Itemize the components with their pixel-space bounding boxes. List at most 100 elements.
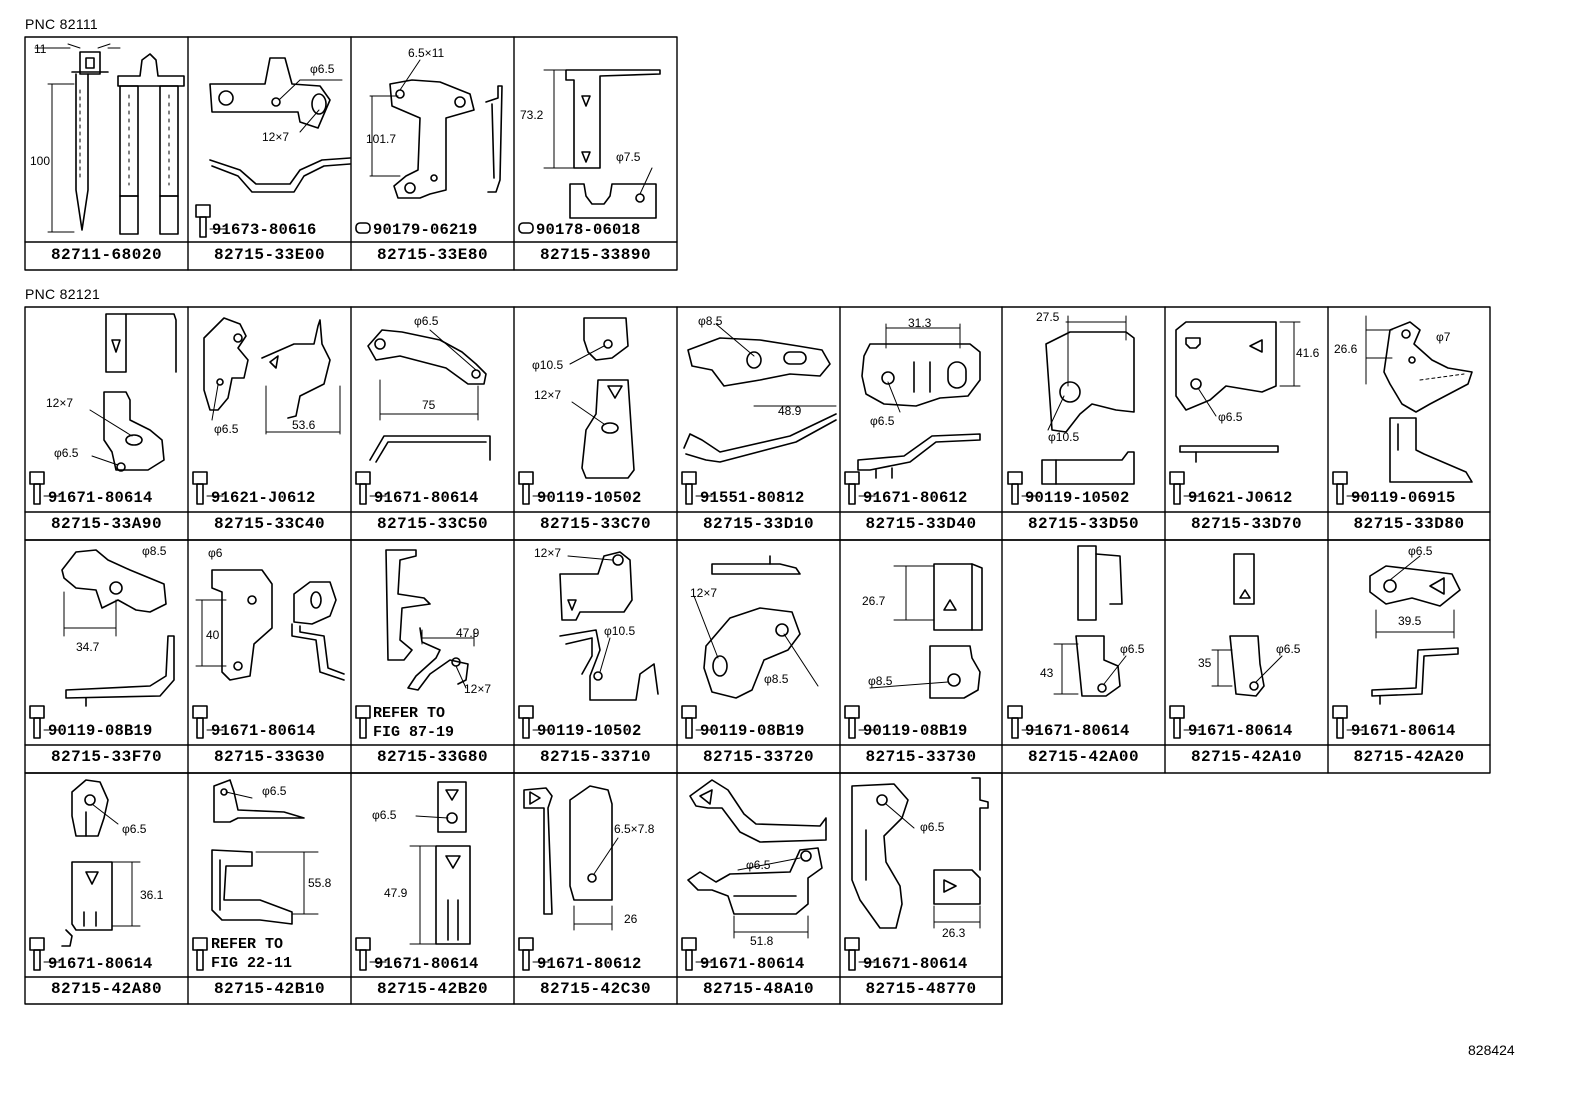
bolt-part-number[interactable]: 91671-80612 bbox=[863, 489, 968, 507]
dim-label: φ6.5 bbox=[1408, 544, 1433, 558]
part-number[interactable]: 82715-42B20 bbox=[376, 980, 489, 998]
grid-section-82121 bbox=[24, 306, 1491, 1005]
part-number[interactable]: 82715-33G80 bbox=[376, 748, 489, 766]
bolt-part-number[interactable]: 90119-06915 bbox=[1351, 489, 1456, 507]
dim-label: 39.5 bbox=[1398, 614, 1422, 628]
dim-label: φ6.5 bbox=[54, 446, 79, 460]
bolt-part-number[interactable]: 91671-80614 bbox=[48, 489, 153, 507]
part-number[interactable]: 82715-33E80 bbox=[376, 246, 489, 264]
part-number[interactable]: 82715-33D10 bbox=[702, 515, 815, 533]
part-number[interactable]: 82715-33D80 bbox=[1353, 515, 1465, 533]
bolt-part-number[interactable]: 90119-10502 bbox=[537, 489, 642, 507]
dim-label: 75 bbox=[422, 398, 436, 412]
drawing-82711-68020 bbox=[34, 43, 185, 235]
part-number[interactable]: 82715-33C50 bbox=[376, 515, 489, 533]
drawing-82715-33890 bbox=[518, 69, 661, 234]
bolt-part-number[interactable]: 91671-80614 bbox=[863, 955, 968, 973]
part-number[interactable]: 82715-33A90 bbox=[50, 515, 163, 533]
part-number[interactable]: 82715-33730 bbox=[865, 748, 977, 766]
part-number[interactable]: 82715-33C40 bbox=[213, 515, 326, 533]
dim-label: 12×7 bbox=[46, 396, 74, 410]
part-number[interactable]: 82715-42A00 bbox=[1027, 748, 1140, 766]
bolt-part-number[interactable]: 91671-80614 bbox=[374, 955, 479, 973]
bolt-part-number[interactable]: 91671-80614 bbox=[48, 955, 153, 973]
dim-label: 6.5×7.8 bbox=[614, 822, 655, 836]
dim-label: φ6.5 bbox=[214, 422, 239, 436]
bolt-part-number[interactable]: 91671-80614 bbox=[1188, 722, 1293, 740]
dim-label: 47.9 bbox=[384, 886, 408, 900]
part-number[interactable]: 82715-33E00 bbox=[213, 246, 326, 264]
dim-label: φ7.5 bbox=[616, 150, 641, 164]
part-number[interactable]: 82715-42A20 bbox=[1353, 748, 1465, 766]
refer-to-note[interactable]: REFER TO FIG 87-19 bbox=[373, 705, 455, 741]
bolt-part-number[interactable]: 90119-08B19 bbox=[700, 722, 805, 740]
dim-label: 53.6 bbox=[292, 418, 316, 432]
part-number[interactable]: 82715-33D70 bbox=[1190, 515, 1303, 533]
part-number[interactable]: 82715-48770 bbox=[865, 980, 977, 998]
part-number[interactable]: 82715-33G30 bbox=[213, 748, 326, 766]
bolt-part-number[interactable]: 91671-80614 bbox=[700, 955, 805, 973]
bolt-part-number[interactable]: 90119-08B19 bbox=[48, 722, 153, 740]
dim-label: 26.6 bbox=[1334, 342, 1358, 356]
bolt-part-number[interactable]: 90179-06219 bbox=[373, 221, 478, 239]
part-number[interactable]: 82715-42C30 bbox=[539, 980, 652, 998]
drawing-82715-33E80 bbox=[355, 59, 503, 234]
drawing-82715-42A00 bbox=[1007, 545, 1127, 739]
drawing-82715-33C40 bbox=[192, 317, 341, 505]
dim-label: 43 bbox=[1040, 666, 1054, 680]
bolt-part-number[interactable]: 90119-10502 bbox=[537, 722, 642, 740]
drawing-82715-42B10 bbox=[192, 779, 319, 971]
dim-label: φ6.5 bbox=[372, 808, 397, 822]
bolt-part-number[interactable]: 91551-80812 bbox=[700, 489, 805, 507]
dim-label: φ8.5 bbox=[764, 672, 789, 686]
dim-label: φ10.5 bbox=[604, 624, 636, 638]
bolt-part-number[interactable]: 91673-80616 bbox=[212, 221, 317, 239]
dim-label: 48.9 bbox=[778, 404, 802, 418]
bolt-part-number[interactable]: 91671-80612 bbox=[537, 955, 642, 973]
pnc-label-82111: PNC 82111 bbox=[25, 16, 99, 32]
dim-label: φ6.5 bbox=[262, 784, 287, 798]
drawing-82715-33C50 bbox=[355, 329, 491, 505]
part-number[interactable]: 82715-33710 bbox=[539, 748, 652, 766]
bolt-part-number[interactable]: 91671-80614 bbox=[374, 489, 479, 507]
part-number[interactable]: 82715-33D50 bbox=[1027, 515, 1140, 533]
bolt-part-number[interactable]: 91671-80614 bbox=[1025, 722, 1130, 740]
drawing-82715-33A90 bbox=[29, 313, 177, 505]
part-number[interactable]: 82715-33D40 bbox=[865, 515, 977, 533]
dim-label: φ10.5 bbox=[1048, 430, 1080, 444]
dim-label: φ6.5 bbox=[920, 820, 945, 834]
dim-label: 55.8 bbox=[308, 876, 332, 890]
drawing-82715-33710 bbox=[518, 551, 659, 739]
dim-label: 51.8 bbox=[750, 934, 774, 948]
pnc-label-82121: PNC 82121 bbox=[25, 286, 101, 302]
bolt-part-number[interactable]: 91621-J0612 bbox=[1188, 489, 1293, 507]
part-number[interactable]: 82711-68020 bbox=[50, 246, 163, 264]
dim-label: φ6.5 bbox=[1218, 410, 1243, 424]
bolt-part-number[interactable]: 91621-J0612 bbox=[211, 489, 316, 507]
bolt-part-number[interactable]: 90119-10502 bbox=[1025, 489, 1130, 507]
part-number[interactable]: 82715-33F70 bbox=[50, 748, 163, 766]
dim-label: φ6 bbox=[208, 546, 223, 560]
drawing-82715-33G30 bbox=[192, 569, 345, 739]
bolt-part-number[interactable]: 91671-80614 bbox=[211, 722, 316, 740]
part-number[interactable]: 82715-48A10 bbox=[702, 980, 815, 998]
dim-label: 12×7 bbox=[464, 682, 492, 696]
drawing-82715-33720 bbox=[681, 555, 819, 739]
bolt-part-number[interactable]: 90119-08B19 bbox=[863, 722, 968, 740]
dim-label: 41.6 bbox=[1296, 346, 1320, 360]
part-number[interactable]: 82715-33720 bbox=[702, 748, 815, 766]
bolt-part-number[interactable]: 90178-06018 bbox=[536, 221, 641, 239]
dim-label: 12×7 bbox=[534, 546, 562, 560]
bolt-part-number[interactable]: 91671-80614 bbox=[1351, 722, 1456, 740]
part-number[interactable]: 82715-42A10 bbox=[1190, 748, 1303, 766]
dim-label: 34.7 bbox=[76, 640, 100, 654]
dim-label: φ6.5 bbox=[310, 62, 335, 76]
part-number[interactable]: 82715-33C70 bbox=[539, 515, 652, 533]
part-number[interactable]: 82715-42A80 bbox=[50, 980, 163, 998]
part-number[interactable]: 82715-33890 bbox=[539, 246, 652, 264]
refer-to-note[interactable]: REFER TO FIG 22-11 bbox=[211, 936, 293, 972]
drawing-82715-48770 bbox=[844, 777, 989, 971]
part-number[interactable]: 82715-42B10 bbox=[213, 980, 326, 998]
drawing-82715-33G80 bbox=[355, 549, 475, 739]
